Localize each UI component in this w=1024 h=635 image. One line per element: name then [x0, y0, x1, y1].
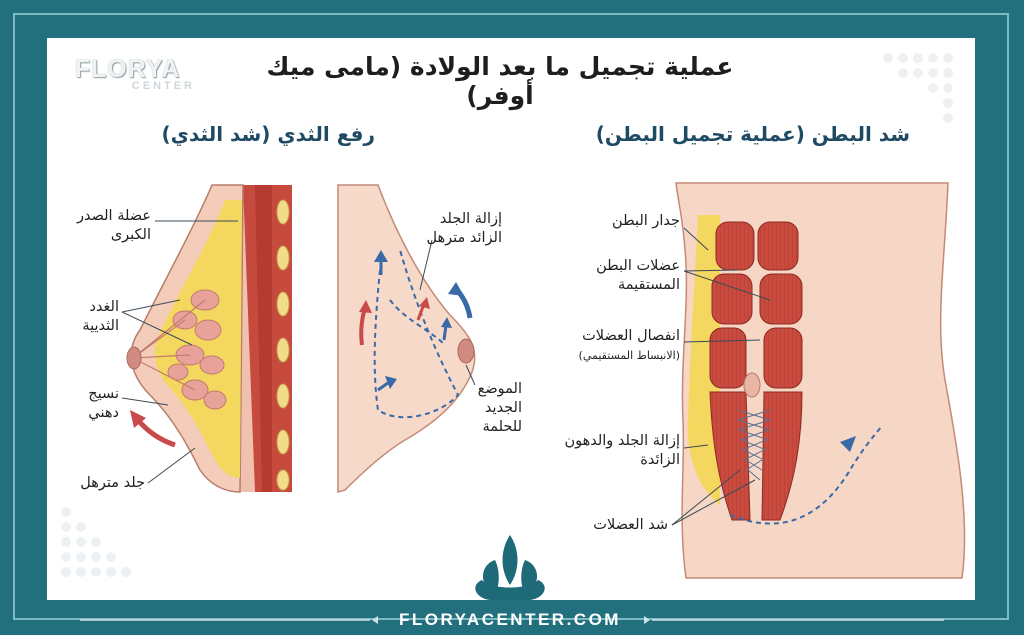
- logo-subtitle: CENTER: [131, 80, 195, 92]
- frame-border: [13, 13, 1009, 620]
- footer-emblem: [475, 535, 545, 600]
- florya-logo: FLORYA CENTER: [60, 55, 195, 92]
- decor-dots-bottom-left: [61, 507, 131, 577]
- label-saggy-skin: جلد مترهل: [80, 475, 145, 491]
- label-fatty-tissue: نسيج دهني: [88, 386, 119, 421]
- decor-dots-top-right: [883, 53, 953, 123]
- label-mammary-glands: الغدد الثديية: [82, 299, 119, 334]
- footer-website-link[interactable]: FLORYACENTER.COM: [399, 610, 621, 629]
- label-excess-skin-removal: إزالة الجلد الزائد مترهل: [426, 211, 502, 246]
- label-muscle-separation: انفصال العضلات: [582, 328, 680, 344]
- leader-lines: [121, 220, 771, 526]
- label-new-nipple-position: الموضع الجديد للحلمة: [477, 381, 522, 435]
- breast-section-title: رفع الثدي (شد الثدي): [161, 122, 376, 146]
- footer-arrow-left: [372, 616, 378, 624]
- label-diastasis: (الانبساط المستقيمي): [578, 349, 680, 362]
- logo-name: FLORYA: [74, 55, 181, 83]
- label-rectus-muscles: عضلات البطن المستقيمة: [596, 258, 680, 293]
- label-skin-fat-removal: إزالة الجلد والدهون الزائدة: [564, 433, 680, 468]
- label-abdominal-wall: جدار البطن: [612, 213, 680, 229]
- footer-arrow-right: [644, 616, 650, 624]
- abdomen-diagram: [675, 182, 966, 579]
- breast-lift-diagram: [337, 184, 476, 493]
- page-title: عملية تجميل ما بعد الولادة (مامى ميك أوف…: [266, 52, 734, 110]
- abdomen-section-title: شد البطن (عملية تجميل البطن): [595, 122, 910, 146]
- label-chest-muscle: عضلة الصدر الكبرى: [76, 208, 151, 243]
- breast-cross-section: [126, 184, 292, 493]
- label-muscle-tightening: شد العضلات: [593, 517, 668, 533]
